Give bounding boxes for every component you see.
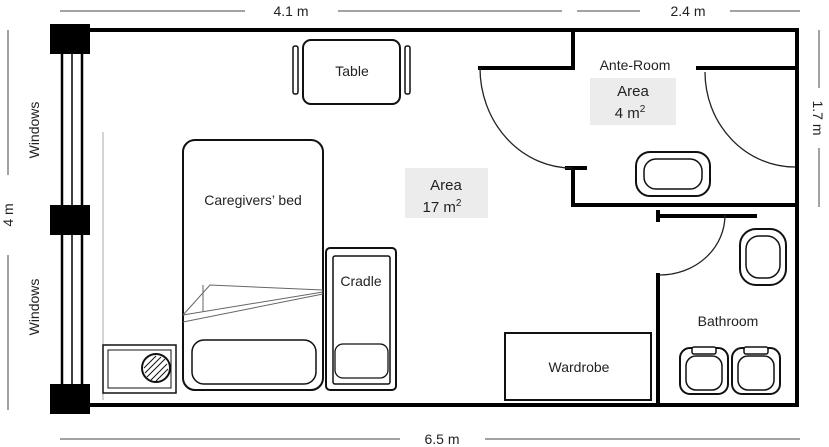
bathroom-name: Bathroom: [698, 313, 759, 329]
dim-top-left: 4.1 m: [273, 3, 308, 19]
windows-label-lower: Windows: [26, 279, 42, 336]
dim-left: 4 m: [0, 203, 16, 226]
main-area-badge: [405, 168, 488, 218]
wall-pillar-top: [50, 24, 90, 54]
wardrobe-label: Wardrobe: [549, 359, 610, 375]
dim-bottom: 6.5 m: [424, 431, 459, 447]
windows-label-upper: Windows: [26, 102, 42, 159]
ante-room-area-label: Area: [617, 83, 649, 100]
dim-top-right: 2.4 m: [670, 3, 705, 19]
cradle: Cradle: [325, 247, 397, 391]
door-swings: [479, 67, 796, 276]
wall-pillar-bottom: [50, 384, 90, 414]
wardrobe: Wardrobe: [504, 332, 652, 401]
table-label: Table: [335, 63, 369, 79]
bedside-table: [102, 344, 177, 394]
cradle-label: Cradle: [340, 273, 381, 289]
interior-walls: [478, 30, 797, 405]
main-area-value: 17 m2: [423, 198, 462, 216]
bathroom-sink-icon: [739, 228, 787, 286]
ante-room-name: Ante-Room: [600, 57, 671, 73]
bed-label: Caregivers’ bed: [204, 192, 302, 208]
ante-room-area-badge: [590, 78, 676, 125]
ante-room-area-value: 4 m2: [615, 104, 646, 122]
dim-right: 1.7 m: [810, 100, 826, 135]
wall-pillar-middle: [50, 205, 90, 235]
washbasin-icon: [635, 151, 711, 197]
dimension-lines: [7, 10, 820, 440]
bidet-icon: [731, 346, 781, 395]
toilet-icon: [679, 346, 729, 395]
outer-walls: [88, 28, 799, 407]
table: Table: [292, 39, 411, 105]
caregivers-bed: Caregivers’ bed: [102, 132, 324, 400]
window-wall: [50, 24, 90, 414]
main-area-label: Area: [430, 177, 462, 194]
